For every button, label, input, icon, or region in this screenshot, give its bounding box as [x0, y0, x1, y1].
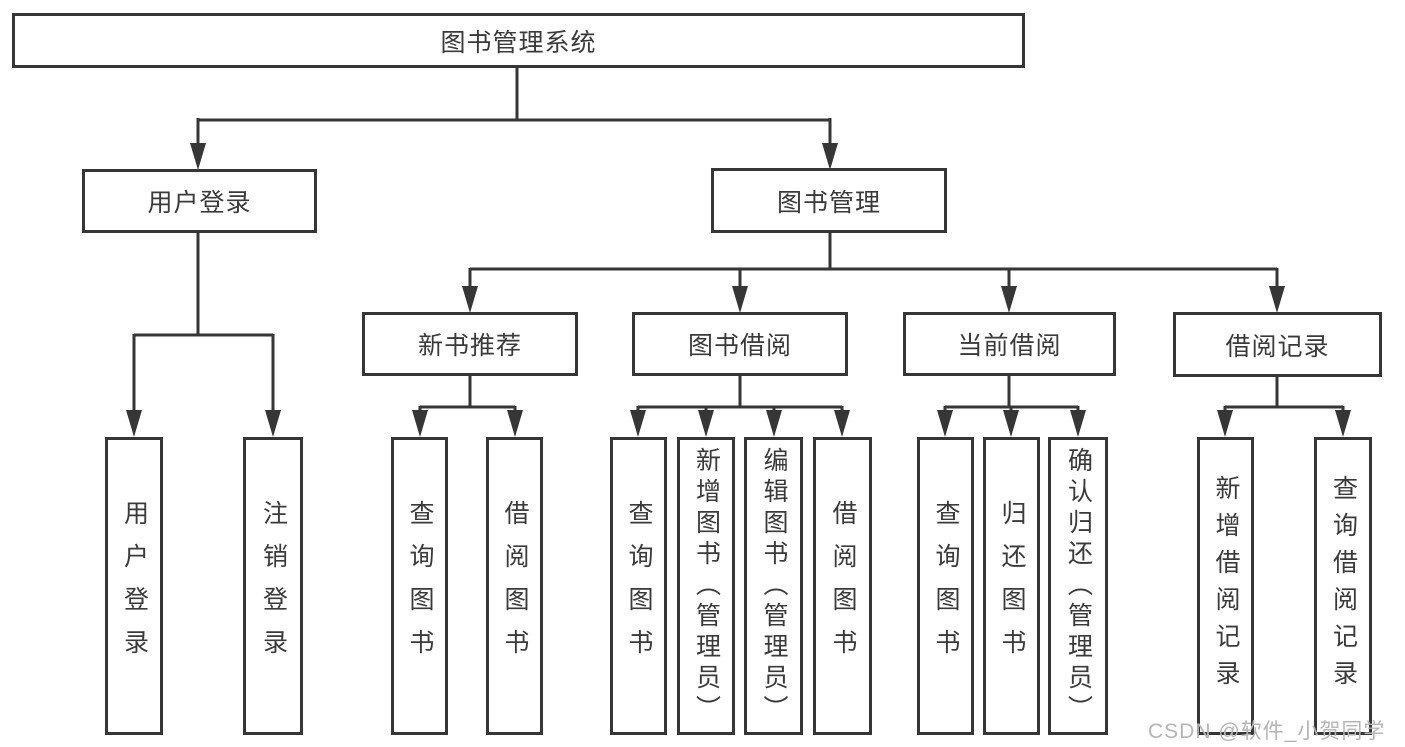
node-label: 归还图书: [998, 500, 1026, 672]
leaf-edit-book-admin: 编辑图书（管理员）: [744, 437, 803, 735]
node-user-login: 用户登录: [82, 169, 317, 233]
node-label: 图书管理系统: [440, 28, 597, 57]
node-label: 图书管理: [776, 188, 881, 217]
node-label: 编辑图书（管理员）: [760, 446, 788, 726]
leaf-confirm-return-admin: 确认归还（管理员）: [1048, 437, 1108, 735]
csdn-watermark: CSDN @软件_小贺同学: [1148, 720, 1386, 743]
node-label: 图书借阅: [687, 332, 792, 360]
node-label: 当前借阅: [957, 332, 1062, 360]
node-borrowing-records: 借阅记录: [1173, 312, 1382, 377]
leaf-query-books-recommend: 查询图书: [391, 437, 448, 735]
node-book-borrowing: 图书借阅: [632, 312, 848, 376]
node-current-borrowing: 当前借阅: [903, 312, 1116, 376]
node-library-management-system: 图书管理系统: [12, 13, 1025, 68]
leaf-query-books-current: 查询图书: [917, 437, 974, 735]
node-label: 查询图书: [932, 500, 960, 672]
leaf-query-borrow-record: 查询借阅记录: [1314, 437, 1372, 735]
node-label: 借阅记录: [1225, 332, 1330, 361]
node-label: 查询借阅记录: [1329, 475, 1358, 697]
node-new-book-recommendation: 新书推荐: [362, 312, 578, 376]
node-label: 确认归还（管理员）: [1064, 446, 1093, 726]
leaf-logout: 注销登录: [243, 437, 303, 735]
leaf-return-books: 归还图书: [983, 437, 1040, 735]
leaf-query-books-borrow: 查询图书: [610, 437, 667, 735]
node-book-management: 图书管理: [711, 168, 947, 233]
node-label: 用户登录: [120, 500, 149, 672]
node-label: 借阅图书: [501, 500, 529, 672]
node-label: 注销登录: [259, 500, 288, 672]
node-label: 新书推荐: [417, 332, 522, 360]
node-label: 用户登录: [147, 189, 252, 217]
leaf-add-book-admin: 新增图书（管理员）: [677, 437, 735, 735]
leaf-user-login: 用户登录: [105, 437, 163, 735]
node-label: 新增借阅记录: [1212, 475, 1240, 697]
leaf-add-borrow-record: 新增借阅记录: [1197, 437, 1254, 735]
node-label: 查询图书: [625, 500, 653, 672]
leaf-borrow-books: 借阅图书: [813, 437, 872, 735]
node-label: 查询图书: [406, 500, 434, 672]
node-label: 借阅图书: [829, 500, 857, 672]
node-label: 新增图书（管理员）: [692, 446, 721, 726]
leaf-borrow-books-recommend: 借阅图书: [486, 437, 543, 735]
